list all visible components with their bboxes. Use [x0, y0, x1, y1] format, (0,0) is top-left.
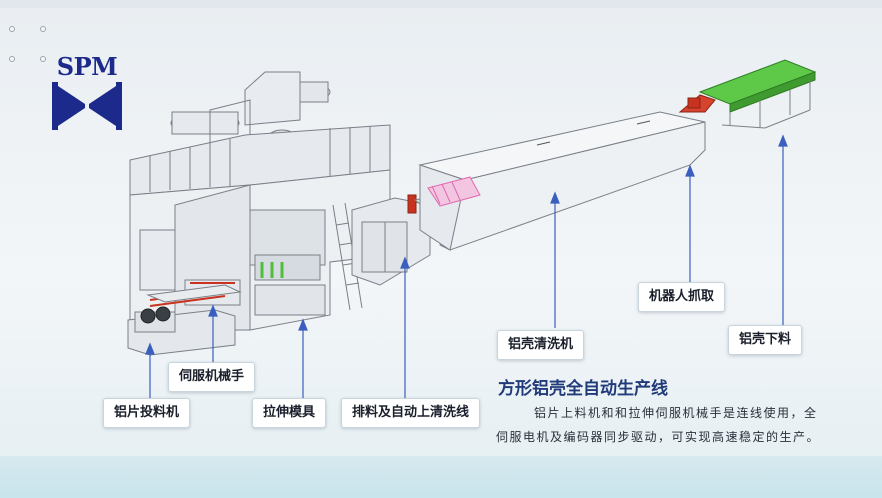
- description-line-2: 伺服电机及编码器同步驱动，可实现高速稳定的生产。: [496, 430, 821, 444]
- label-sheet-feeder: 铝片投料机: [103, 398, 191, 428]
- decor-dot: [9, 26, 15, 32]
- label-stretch-die: 拉伸模具: [252, 398, 327, 428]
- washer-tunnel: [418, 111, 706, 251]
- callout-lines: [145, 134, 788, 398]
- label-discharge-washline: 排料及自动上清洗线: [341, 398, 481, 428]
- decor-dot: [40, 26, 46, 32]
- logo-emblem-icon: [52, 82, 122, 130]
- press-machine: [129, 71, 391, 331]
- decor-dot: [9, 56, 15, 62]
- label-servo-manipulator: 伺服机械手: [168, 362, 256, 392]
- description-line-1: 铝片上料机和和拉伸伺服机械手是连线使用，全: [534, 406, 818, 420]
- robot-and-conveyor: [678, 59, 817, 129]
- diagram-title: 方形铝壳全自动生产线: [498, 379, 668, 399]
- sheet-feeder-machine: [127, 284, 242, 356]
- label-shell-washer: 铝壳清洗机: [497, 330, 585, 360]
- top-frame-bar: [0, 0, 882, 8]
- discharge-washline-machine: [351, 187, 482, 286]
- label-shell-unload: 铝壳下料: [728, 325, 803, 355]
- label-robot-pick: 机器人抓取: [638, 282, 726, 312]
- logo-text: SPM: [56, 52, 118, 81]
- bottom-frame-bar: [0, 456, 882, 498]
- decor-dot: [40, 56, 46, 62]
